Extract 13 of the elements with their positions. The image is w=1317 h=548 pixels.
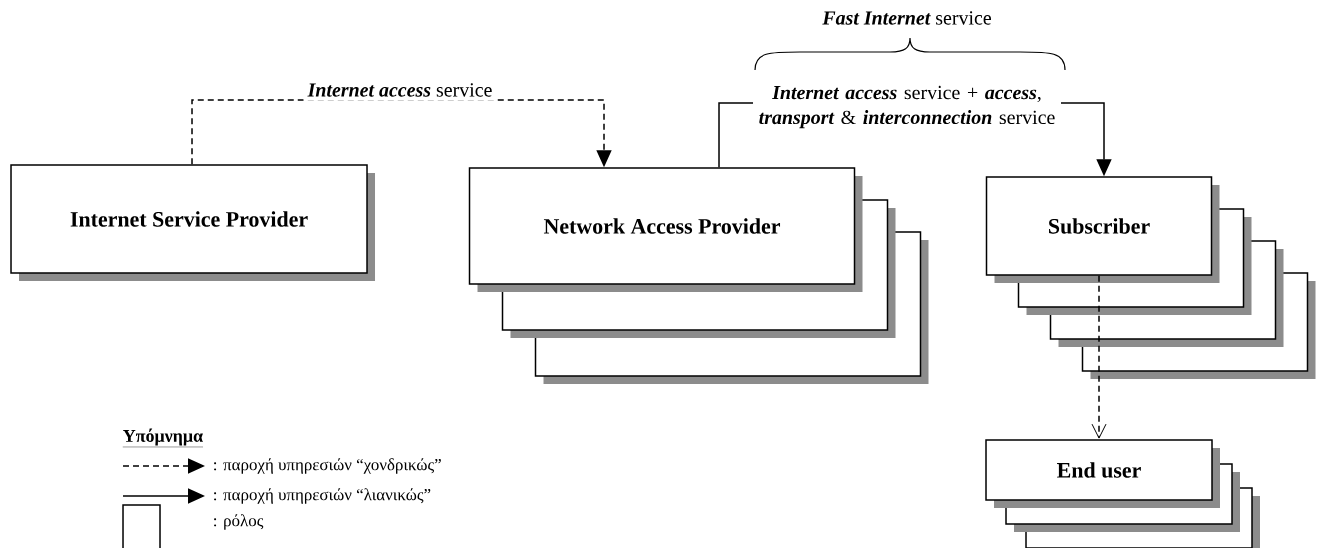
role-box: End user bbox=[985, 439, 1260, 548]
node-label: Network Access Provider bbox=[543, 218, 781, 234]
legend-text: : παροχή υπηρεσιών “χονδρικώς” bbox=[214, 458, 441, 474]
edge-label: Internet access service bbox=[303, 79, 497, 101]
role-box: Network Access Provider bbox=[468, 167, 929, 384]
edge-label: Internet access service + access, transport & interconnection service bbox=[753, 81, 1061, 133]
legend-text: : παροχή υπηρεσιών “λιανικώς” bbox=[214, 488, 431, 504]
annotation: Fast Internet service bbox=[822, 11, 991, 25]
role-box: Internet Service Provider bbox=[10, 164, 375, 281]
legend-text: : ρόλος bbox=[214, 514, 264, 530]
legend-title: Υπόμνημα bbox=[122, 428, 204, 448]
role-box: Subscriber bbox=[985, 176, 1316, 379]
arrow bbox=[1091, 275, 1107, 439]
